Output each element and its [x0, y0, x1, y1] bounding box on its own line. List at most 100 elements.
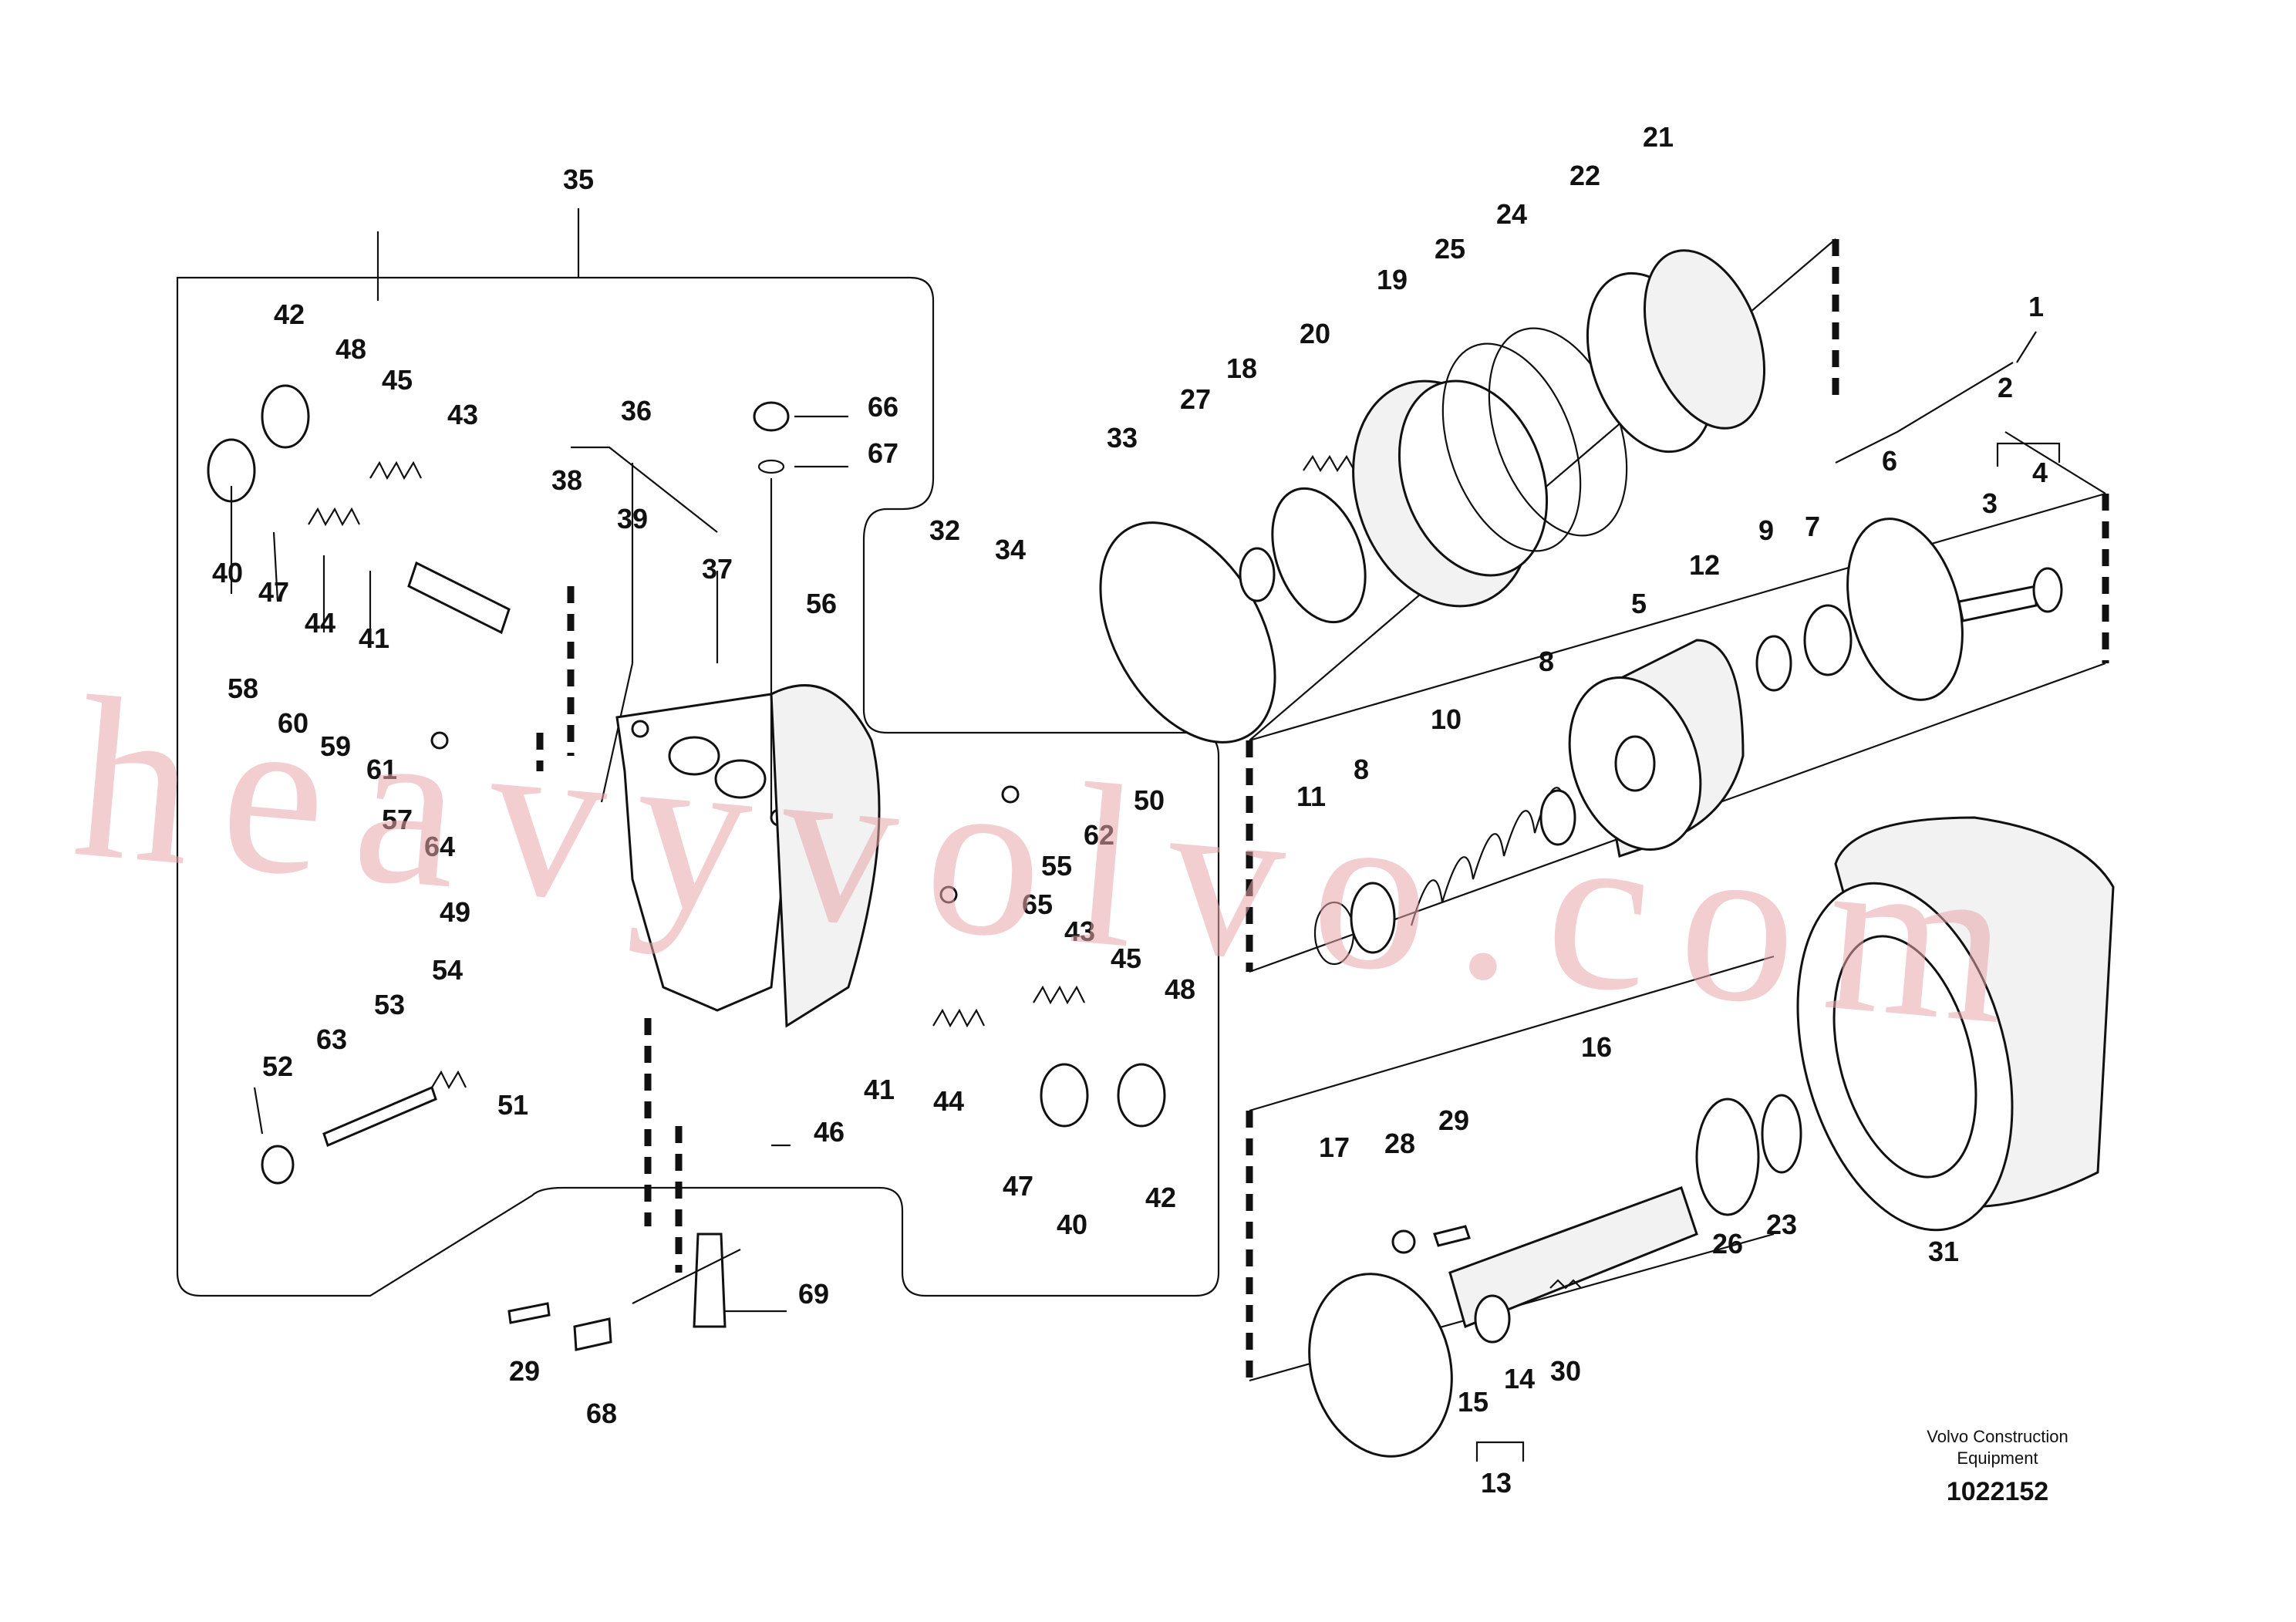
- callout-48a: 48: [335, 333, 366, 365]
- spring-44a: [308, 507, 360, 527]
- callout-2: 2: [1998, 372, 2013, 403]
- callout-65: 65: [1022, 889, 1053, 920]
- callout-10: 10: [1431, 703, 1462, 735]
- callout-27: 27: [1180, 383, 1211, 415]
- bolt-68: [573, 1317, 612, 1351]
- callout-47b: 47: [1003, 1170, 1033, 1202]
- bearing-26: [1695, 1098, 1760, 1216]
- credit-line-1: Volvo Construction: [1927, 1427, 2068, 1446]
- shaft-16: [1448, 1186, 1698, 1329]
- callout-62: 62: [1084, 819, 1114, 851]
- callout-15: 15: [1458, 1386, 1489, 1418]
- spring-10: [1410, 787, 1567, 926]
- callout-44b: 44: [933, 1085, 964, 1117]
- callout-36: 36: [621, 395, 652, 427]
- plate-21: [1643, 249, 1766, 430]
- callout-49: 49: [440, 896, 470, 928]
- callout-51: 51: [497, 1089, 528, 1121]
- callout-44a: 44: [305, 607, 335, 639]
- cylinder-barrel-5: [1568, 639, 1745, 858]
- washer-8b: [1539, 789, 1576, 846]
- callout-40b: 40: [1057, 1209, 1087, 1240]
- callout-58: 58: [228, 673, 258, 704]
- callout-69: 69: [798, 1278, 829, 1310]
- callout-32: 32: [929, 514, 960, 546]
- callout-9: 9: [1758, 514, 1774, 546]
- credit-line-2: Equipment: [1957, 1448, 2038, 1468]
- plug-42a: [261, 384, 310, 449]
- callout-50: 50: [1134, 784, 1165, 816]
- spring-45b: [1033, 985, 1085, 1005]
- callout-39: 39: [617, 503, 648, 534]
- bolt-head-4: [2032, 567, 2063, 613]
- callout-55: 55: [1041, 850, 1072, 882]
- flange-17: [1308, 1273, 1453, 1458]
- callout-64: 64: [424, 831, 455, 862]
- callout-63: 63: [316, 1023, 347, 1055]
- callout-12: 12: [1689, 549, 1720, 581]
- callout-28: 28: [1384, 1128, 1415, 1159]
- ball-61: [430, 731, 449, 750]
- group-2-bracket: [1996, 442, 2061, 467]
- spring-45a: [369, 460, 422, 481]
- callout-labels: 1234567889101112131415161718192021222324…: [212, 121, 2048, 1499]
- callout-59: 59: [320, 730, 351, 762]
- callout-45a: 45: [382, 364, 413, 396]
- housing-31: [1796, 816, 2115, 1232]
- callout-34: 34: [995, 534, 1026, 565]
- callout-43b: 43: [1064, 916, 1095, 947]
- spring-44b: [932, 1008, 985, 1028]
- valve-69: [693, 1233, 727, 1328]
- cylinder-14: [1474, 1294, 1511, 1344]
- callout-13: 13: [1481, 1467, 1512, 1499]
- port-plate-18: [1271, 487, 1367, 624]
- callout-22: 22: [1569, 160, 1600, 191]
- ring-25: [1441, 342, 1582, 552]
- callout-31: 31: [1928, 1236, 1959, 1267]
- callout-24: 24: [1496, 198, 1527, 230]
- bolt-3: [1957, 585, 2038, 622]
- callout-8b: 8: [1539, 646, 1554, 677]
- callout-45b: 45: [1111, 943, 1141, 974]
- washer-8: [1350, 882, 1396, 954]
- drawing-id: 1022152: [1947, 1477, 2048, 1506]
- callout-7: 7: [1805, 511, 1820, 542]
- ring-23: [1761, 1094, 1802, 1174]
- callout-67: 67: [868, 437, 899, 469]
- callout-8a: 8: [1354, 754, 1369, 785]
- callout-46: 46: [814, 1116, 845, 1148]
- callout-21: 21: [1643, 121, 1674, 153]
- callout-42a: 42: [274, 298, 305, 330]
- piston-19: [1352, 379, 1549, 608]
- screw-30: [1549, 1279, 1582, 1290]
- callout-53: 53: [374, 989, 405, 1020]
- callout-54: 54: [432, 954, 463, 986]
- valve-block: [615, 684, 881, 1028]
- callout-26: 26: [1712, 1228, 1743, 1259]
- callout-1: 1: [2028, 291, 2044, 322]
- callout-33: 33: [1107, 422, 1138, 454]
- pin-29b: [1433, 1225, 1471, 1247]
- spool-38: [407, 561, 511, 635]
- leader-lines: [230, 231, 848, 1313]
- callout-35: 35: [563, 164, 594, 195]
- group-35-bracket: [176, 276, 1220, 1297]
- callout-60: 60: [278, 707, 308, 739]
- screw-53: [322, 1085, 437, 1148]
- ball-28: [1391, 1229, 1416, 1254]
- callout-3: 3: [1982, 487, 1998, 519]
- callout-56: 56: [806, 588, 837, 619]
- callout-29a: 29: [509, 1355, 540, 1387]
- pin-29a: [507, 1302, 551, 1324]
- plug-42b: [1117, 1063, 1166, 1128]
- callout-61: 61: [366, 754, 397, 785]
- callout-16: 16: [1581, 1031, 1612, 1063]
- callout-42b: 42: [1145, 1182, 1176, 1213]
- group-13-bracket: [1475, 1441, 1525, 1462]
- callout-23: 23: [1766, 1209, 1797, 1240]
- lower-left-dash: [644, 1018, 683, 1273]
- callout-37: 37: [702, 553, 733, 585]
- callout-29b: 29: [1438, 1104, 1469, 1136]
- callout-66: 66: [868, 391, 899, 423]
